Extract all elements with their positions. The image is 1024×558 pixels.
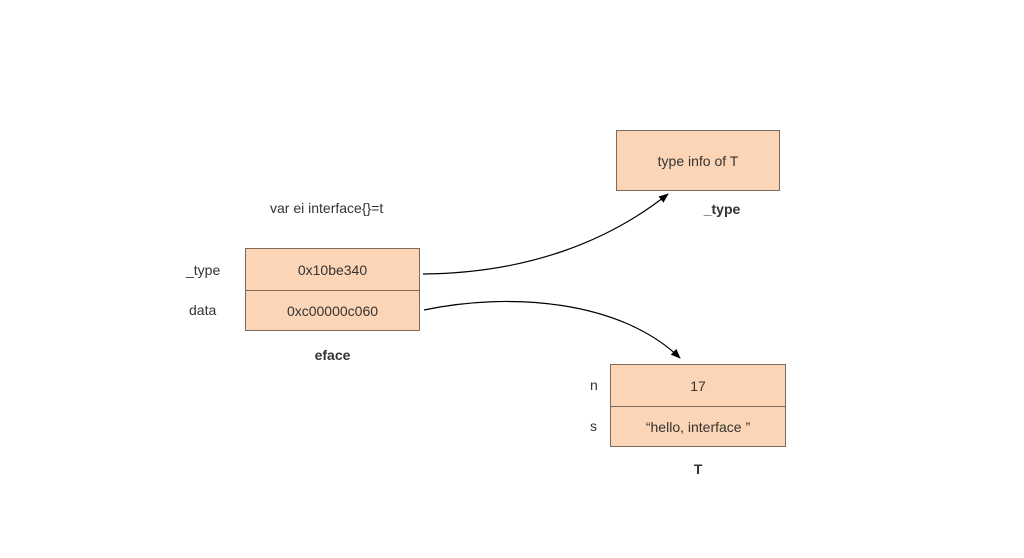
eface-field-data-name: data bbox=[189, 302, 217, 318]
statement-label: var ei interface{}=t bbox=[270, 200, 384, 216]
struct-t-box: 17 “hello, interface ” bbox=[610, 364, 786, 447]
data-pointer-arrow bbox=[423, 300, 681, 359]
struct-t-field-s-name: s bbox=[590, 418, 597, 434]
struct-t-caption: T bbox=[693, 461, 703, 477]
eface-box: 0x10be340 0xc00000c060 bbox=[245, 248, 420, 331]
struct-t-n-value: 17 bbox=[690, 377, 706, 394]
struct-t-field-n-name: n bbox=[590, 377, 598, 393]
eface-caption: eface bbox=[314, 347, 351, 363]
type-info-caption: _type bbox=[703, 201, 741, 217]
type-pointer-arrow bbox=[422, 193, 669, 275]
eface-type-value: 0x10be340 bbox=[297, 261, 368, 278]
type-info-box: type info of T bbox=[616, 130, 780, 191]
eface-data-value: 0xc00000c060 bbox=[246, 290, 419, 330]
type-info-text: type info of T bbox=[657, 152, 739, 169]
eface-field-type-name: _type bbox=[186, 262, 221, 278]
struct-t-s-value: “hello, interface ” bbox=[611, 406, 785, 446]
